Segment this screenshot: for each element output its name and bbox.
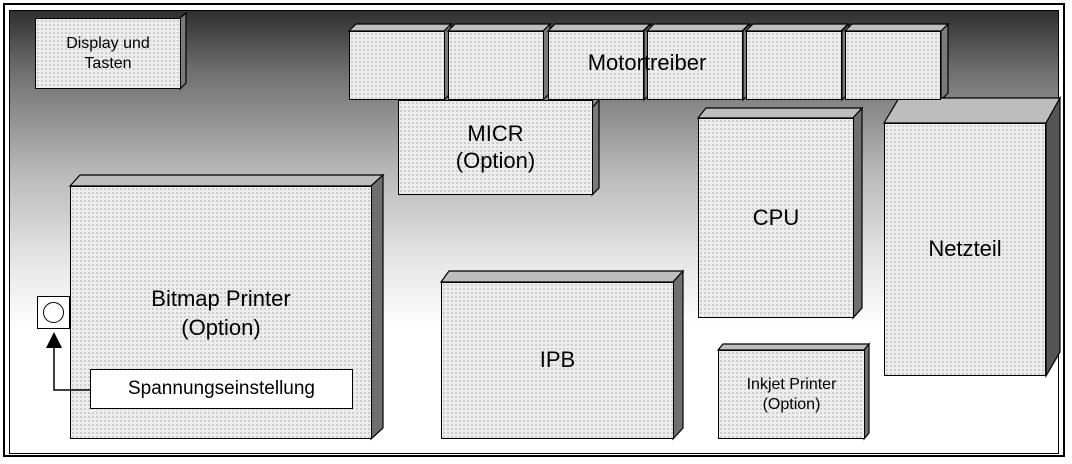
motor-driver-block-2	[448, 31, 544, 100]
power-supply-box: Netzteil	[884, 123, 1046, 376]
motor-driver-block-3	[548, 31, 644, 100]
voltage-setting-label: Spannungseinstellung	[128, 378, 315, 399]
motor-driver-label: Motortreiber	[587, 50, 707, 75]
outer-frame	[3, 3, 1065, 457]
ipb-box: IPB	[441, 282, 674, 439]
display-keys-label: Display und Tasten	[66, 35, 150, 72]
voltage-selector-circle	[43, 302, 64, 323]
display-keys-box: Display und Tasten	[35, 18, 181, 89]
cpu-box: CPU	[698, 118, 854, 318]
power-supply-label: Netzteil	[928, 236, 1002, 262]
motor-driver-block-1	[349, 31, 445, 100]
inkjet-printer-label: Inkjet Printer (Option)	[746, 376, 837, 413]
ipb-label: IPB	[539, 347, 576, 373]
micr-label: MICR (Option)	[455, 121, 536, 173]
voltage-selector-knob	[37, 296, 70, 329]
motor-driver-block-6	[845, 31, 941, 100]
inkjet-printer-box: Inkjet Printer (Option)	[718, 350, 865, 439]
voltage-setting-label-box: Spannungseinstellung	[90, 369, 353, 409]
cpu-label: CPU	[752, 204, 800, 230]
motor-driver-block-5	[746, 31, 842, 100]
bitmap-printer-label: Bitmap Printer (Option)	[151, 286, 291, 341]
motor-driver-block-4	[647, 31, 743, 100]
micr-box: MICR (Option)	[398, 100, 593, 195]
